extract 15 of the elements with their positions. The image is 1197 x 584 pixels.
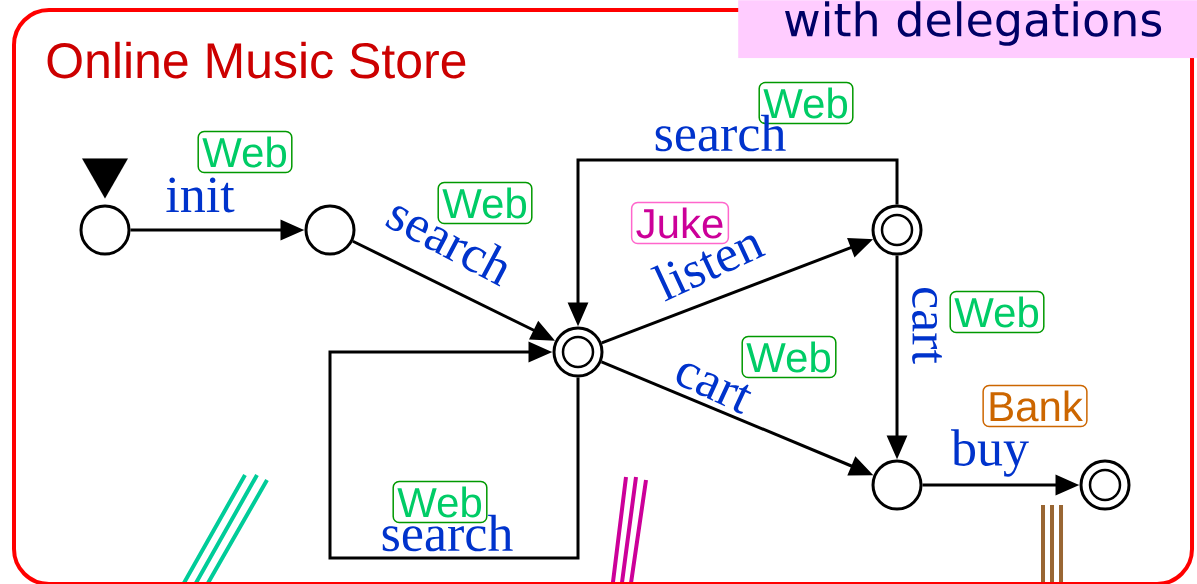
edge-label: init [166, 177, 235, 213]
double-circle [871, 204, 923, 256]
arrow [328, 341, 580, 560]
edge-label: buy [951, 429, 1029, 477]
state-circle [871, 459, 923, 511]
double-circle [552, 326, 604, 378]
tag-box: Web [949, 290, 1045, 334]
banner: with delegations [738, 0, 1197, 59]
state-circle [304, 204, 356, 256]
double-circle [1079, 459, 1131, 511]
tag-box: Bank [982, 384, 1088, 428]
start-marker [82, 158, 128, 199]
state-circle [79, 204, 131, 256]
tag-box: Web [197, 130, 293, 174]
edge-label: cart [912, 288, 942, 364]
